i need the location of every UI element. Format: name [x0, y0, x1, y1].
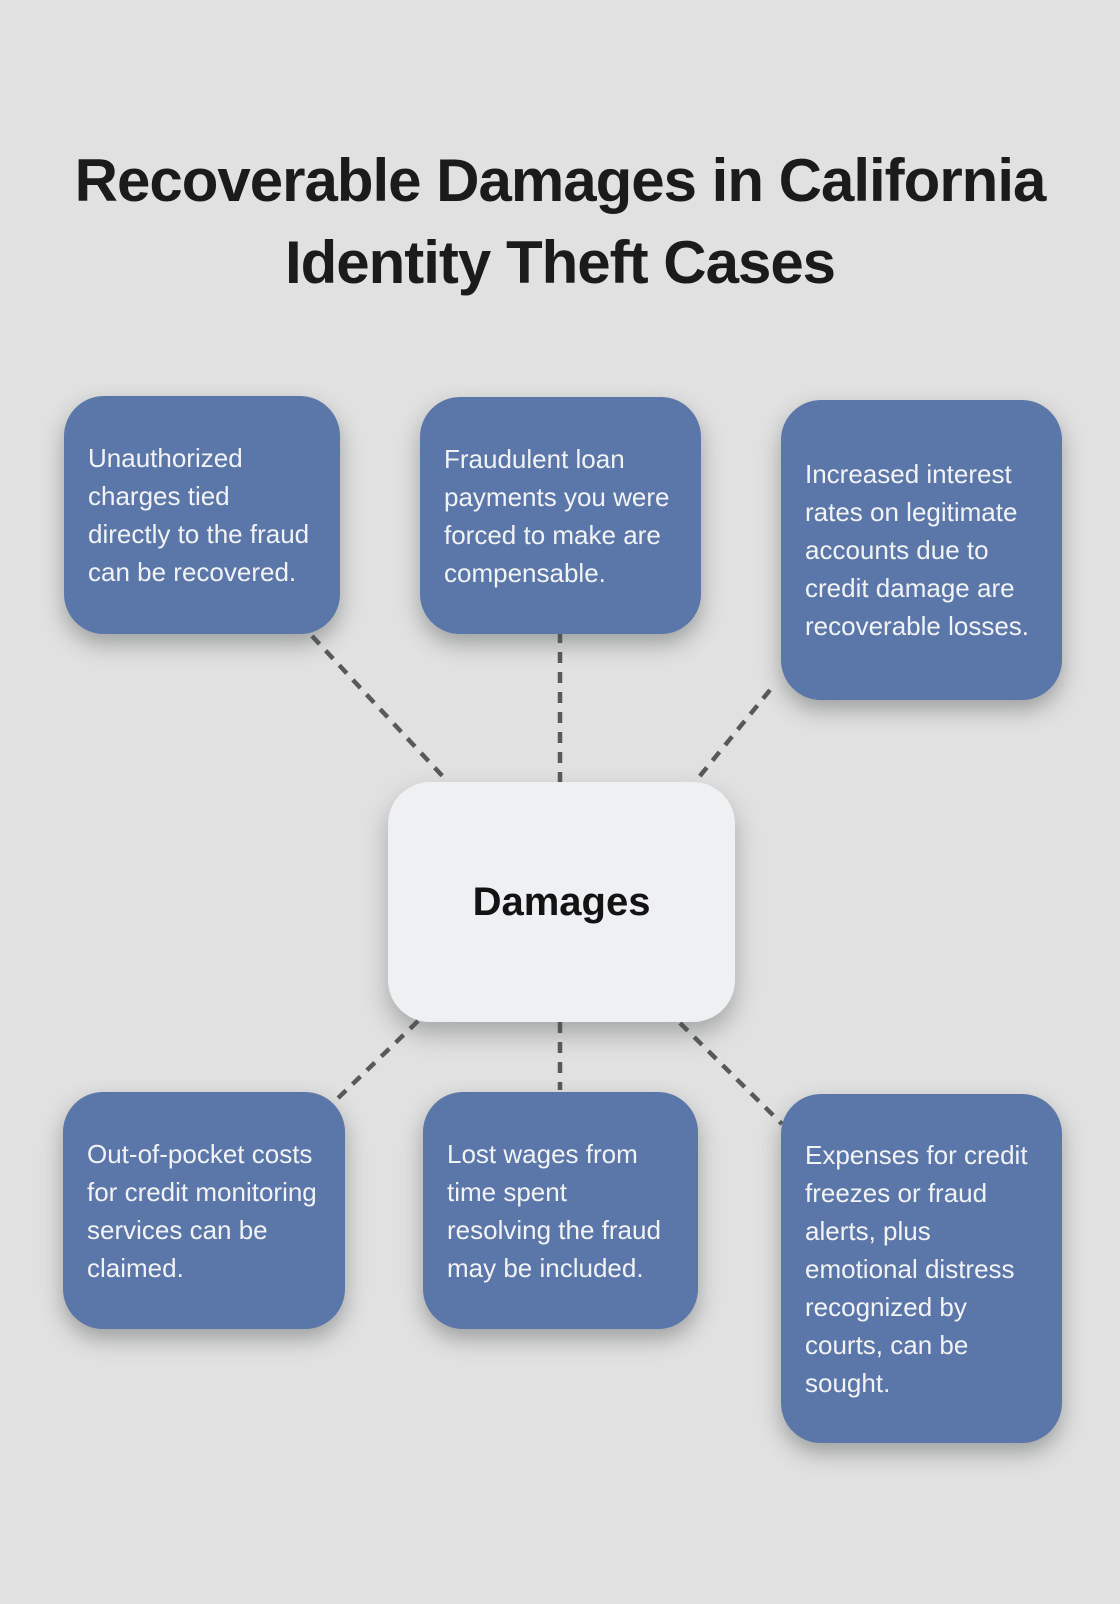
node-text: Increased interest rates on legitimate a…: [805, 459, 1029, 641]
connector-line-bottom-left: [331, 1019, 420, 1105]
connector-line-bottom-right: [678, 1021, 784, 1126]
connector-line-top-right: [693, 688, 772, 784]
node-increased-interest-rates: Increased interest rates on legitimate a…: [781, 400, 1062, 700]
node-credit-monitoring-costs: Out-of-pocket costs for credit monitorin…: [63, 1092, 345, 1329]
node-text: Lost wages from time spent resolving the…: [447, 1138, 661, 1283]
node-credit-freeze-expenses: Expenses for credit freezes or fraud ale…: [781, 1094, 1062, 1443]
node-text: Fraudulent loan payments you were forced…: [444, 443, 670, 588]
node-unauthorized-charges: Unauthorized charges tied directly to th…: [64, 396, 340, 634]
connector-line-top-left: [310, 634, 450, 784]
node-text: Out-of-pocket costs for credit monitorin…: [87, 1138, 317, 1283]
node-lost-wages: Lost wages from time spent resolving the…: [423, 1092, 698, 1329]
node-fraudulent-loan-payments: Fraudulent loan payments you were forced…: [420, 397, 701, 634]
node-text: Expenses for credit freezes or fraud ale…: [805, 1139, 1028, 1398]
node-text: Unauthorized charges tied directly to th…: [88, 443, 310, 587]
center-node-damages: Damages: [388, 782, 735, 1022]
center-node-label: Damages: [472, 879, 651, 924]
page-title: Recoverable Damages in California Identi…: [74, 147, 1047, 297]
